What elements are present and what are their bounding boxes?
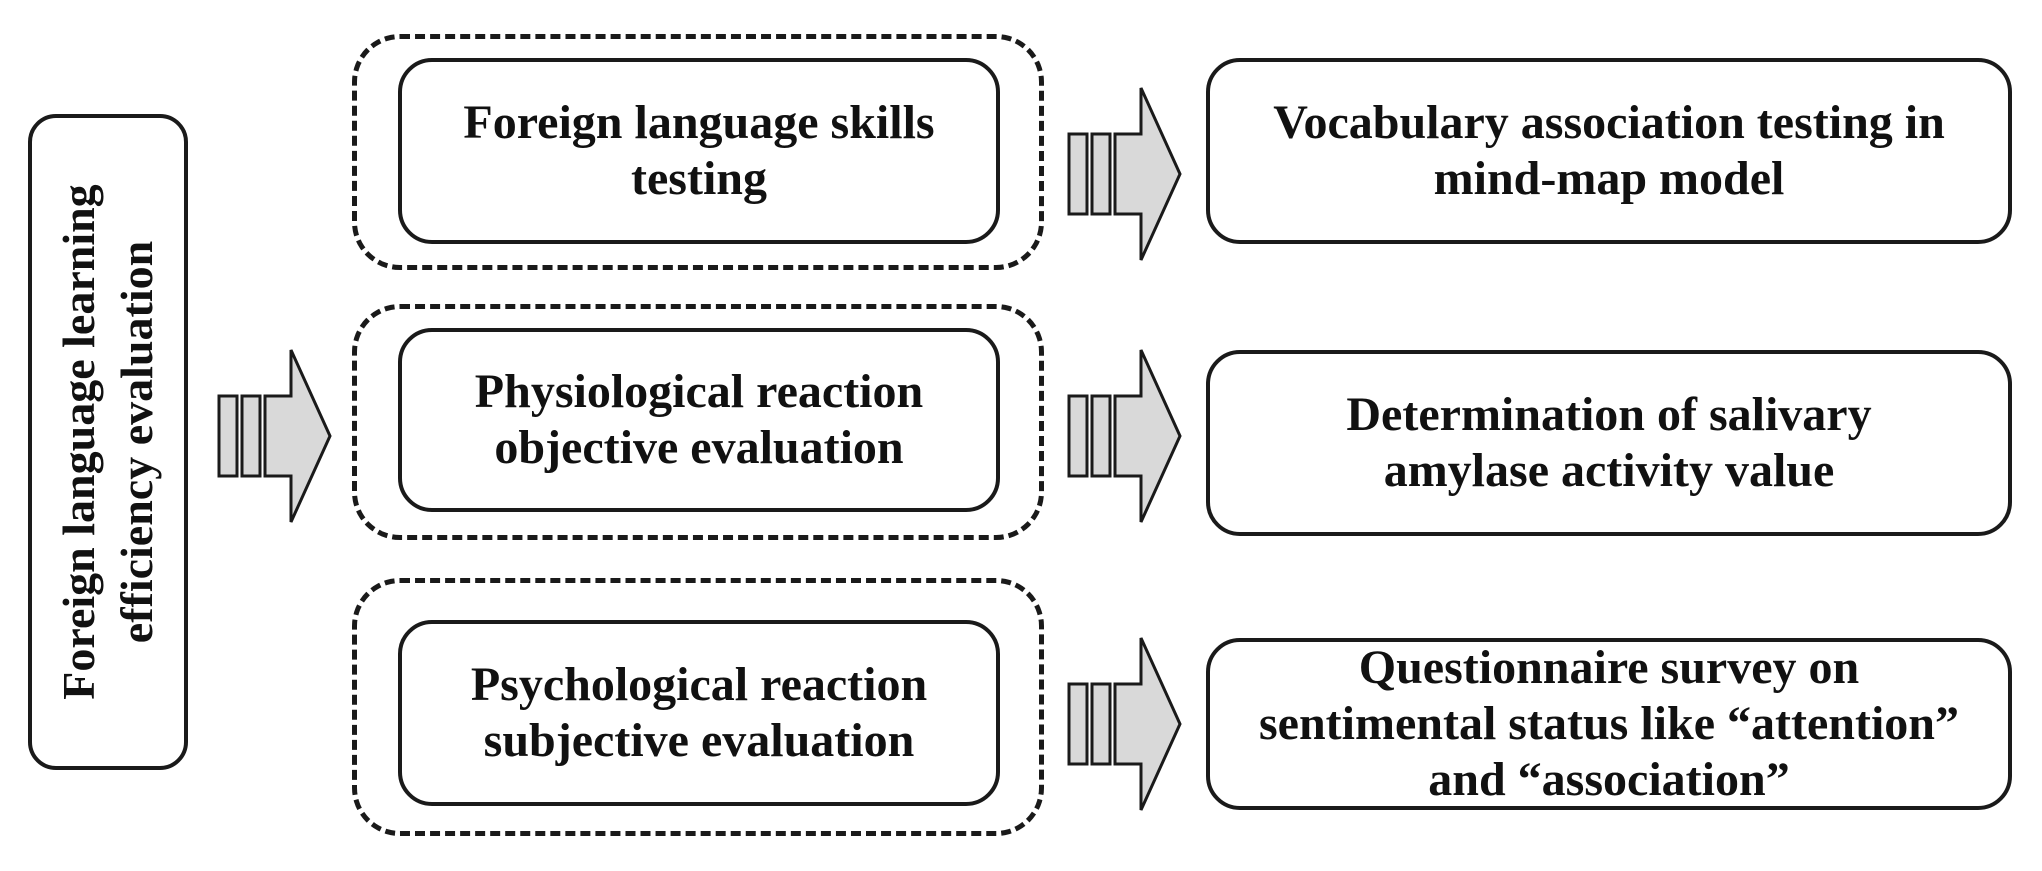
root-node: Foreign language learning efficiency eva…	[28, 114, 188, 770]
measure-3-line1: Questionnaire survey on	[1358, 641, 1860, 694]
measure-1-line2: mind-map model	[1433, 152, 1785, 205]
measure-1-line1: Vocabulary association testing in	[1273, 96, 1945, 149]
method-node-psychological: Psychological reaction subjective evalua…	[398, 620, 1000, 806]
method-node-physiological: Physiological reaction objective evaluat…	[398, 328, 1000, 512]
measure-3-line3: and “association”	[1428, 753, 1790, 806]
measure-node-salivary: Determination of salivary amylase activi…	[1206, 350, 2012, 536]
method-arrow-1	[1066, 84, 1186, 264]
method-2-line1: Physiological reaction	[474, 365, 924, 418]
method-2-line2: objective evaluation	[494, 421, 904, 474]
method-1-line2: testing	[631, 152, 767, 205]
method-3-line2: subjective evaluation	[483, 714, 915, 767]
method-group-3	[352, 578, 1044, 836]
method-1-line1: Foreign language skills	[463, 96, 935, 149]
method-node-skills-testing: Foreign language skills testing	[398, 58, 1000, 244]
method-3-line1: Psychological reaction	[470, 658, 928, 711]
root-label-line2: efficiency evaluation	[111, 240, 162, 644]
root-label-line1: Foreign language learning	[53, 184, 104, 700]
measure-3-line2: sentimental status like “attention”	[1259, 697, 1959, 750]
method-group-1	[352, 34, 1044, 270]
root-arrow	[216, 346, 336, 526]
measure-2-line1: Determination of salivary	[1346, 388, 1872, 441]
root-label: Foreign language learning efficiency eva…	[50, 162, 166, 722]
method-arrow-3	[1066, 634, 1186, 814]
method-arrow-2	[1066, 346, 1186, 526]
method-group-2	[352, 304, 1044, 540]
measure-node-vocabulary: Vocabulary association testing in mind-m…	[1206, 58, 2012, 244]
measure-2-line2: amylase activity value	[1383, 444, 1835, 497]
measure-node-questionnaire: Questionnaire survey on sentimental stat…	[1206, 638, 2012, 810]
